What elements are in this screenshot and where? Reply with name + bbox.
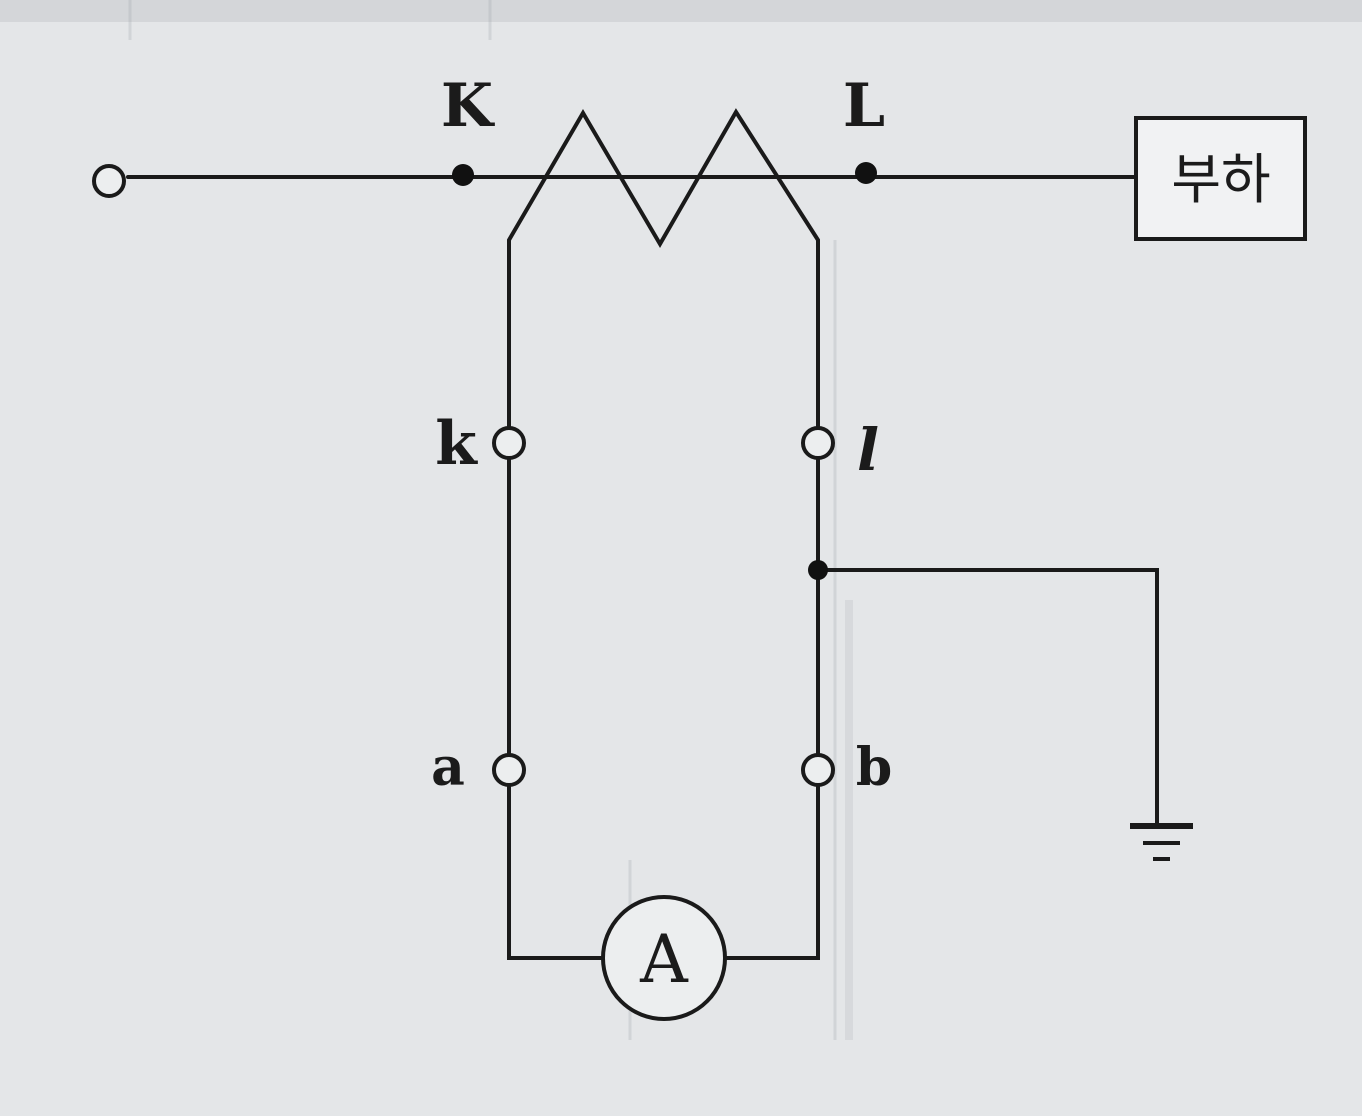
ground-branch-wire — [816, 568, 1159, 828]
input-terminal — [92, 164, 126, 198]
secondary-left-wire — [507, 243, 606, 960]
label-terminal-b: b — [856, 737, 892, 798]
terminal-a — [492, 753, 526, 787]
current-transformer-icon — [507, 108, 820, 248]
load-box: 부하 — [1134, 116, 1307, 241]
primary-junction-k — [452, 164, 474, 186]
ammeter-icon: A — [601, 895, 727, 1021]
label-primary-k: K — [441, 71, 495, 141]
ground-icon — [1130, 823, 1193, 861]
terminal-b — [801, 753, 835, 787]
terminal-k — [492, 426, 526, 460]
ammeter-label: A — [639, 921, 689, 998]
primary-junction-l — [855, 162, 877, 184]
label-secondary-l: l — [857, 416, 879, 484]
load-label: 부하 — [1171, 148, 1270, 211]
terminal-l — [801, 426, 835, 460]
secondary-right-wire — [722, 243, 820, 960]
label-secondary-k: k — [435, 409, 478, 479]
label-primary-l: L — [843, 71, 885, 141]
ground-junction — [808, 560, 828, 580]
label-terminal-a: a — [431, 737, 465, 798]
